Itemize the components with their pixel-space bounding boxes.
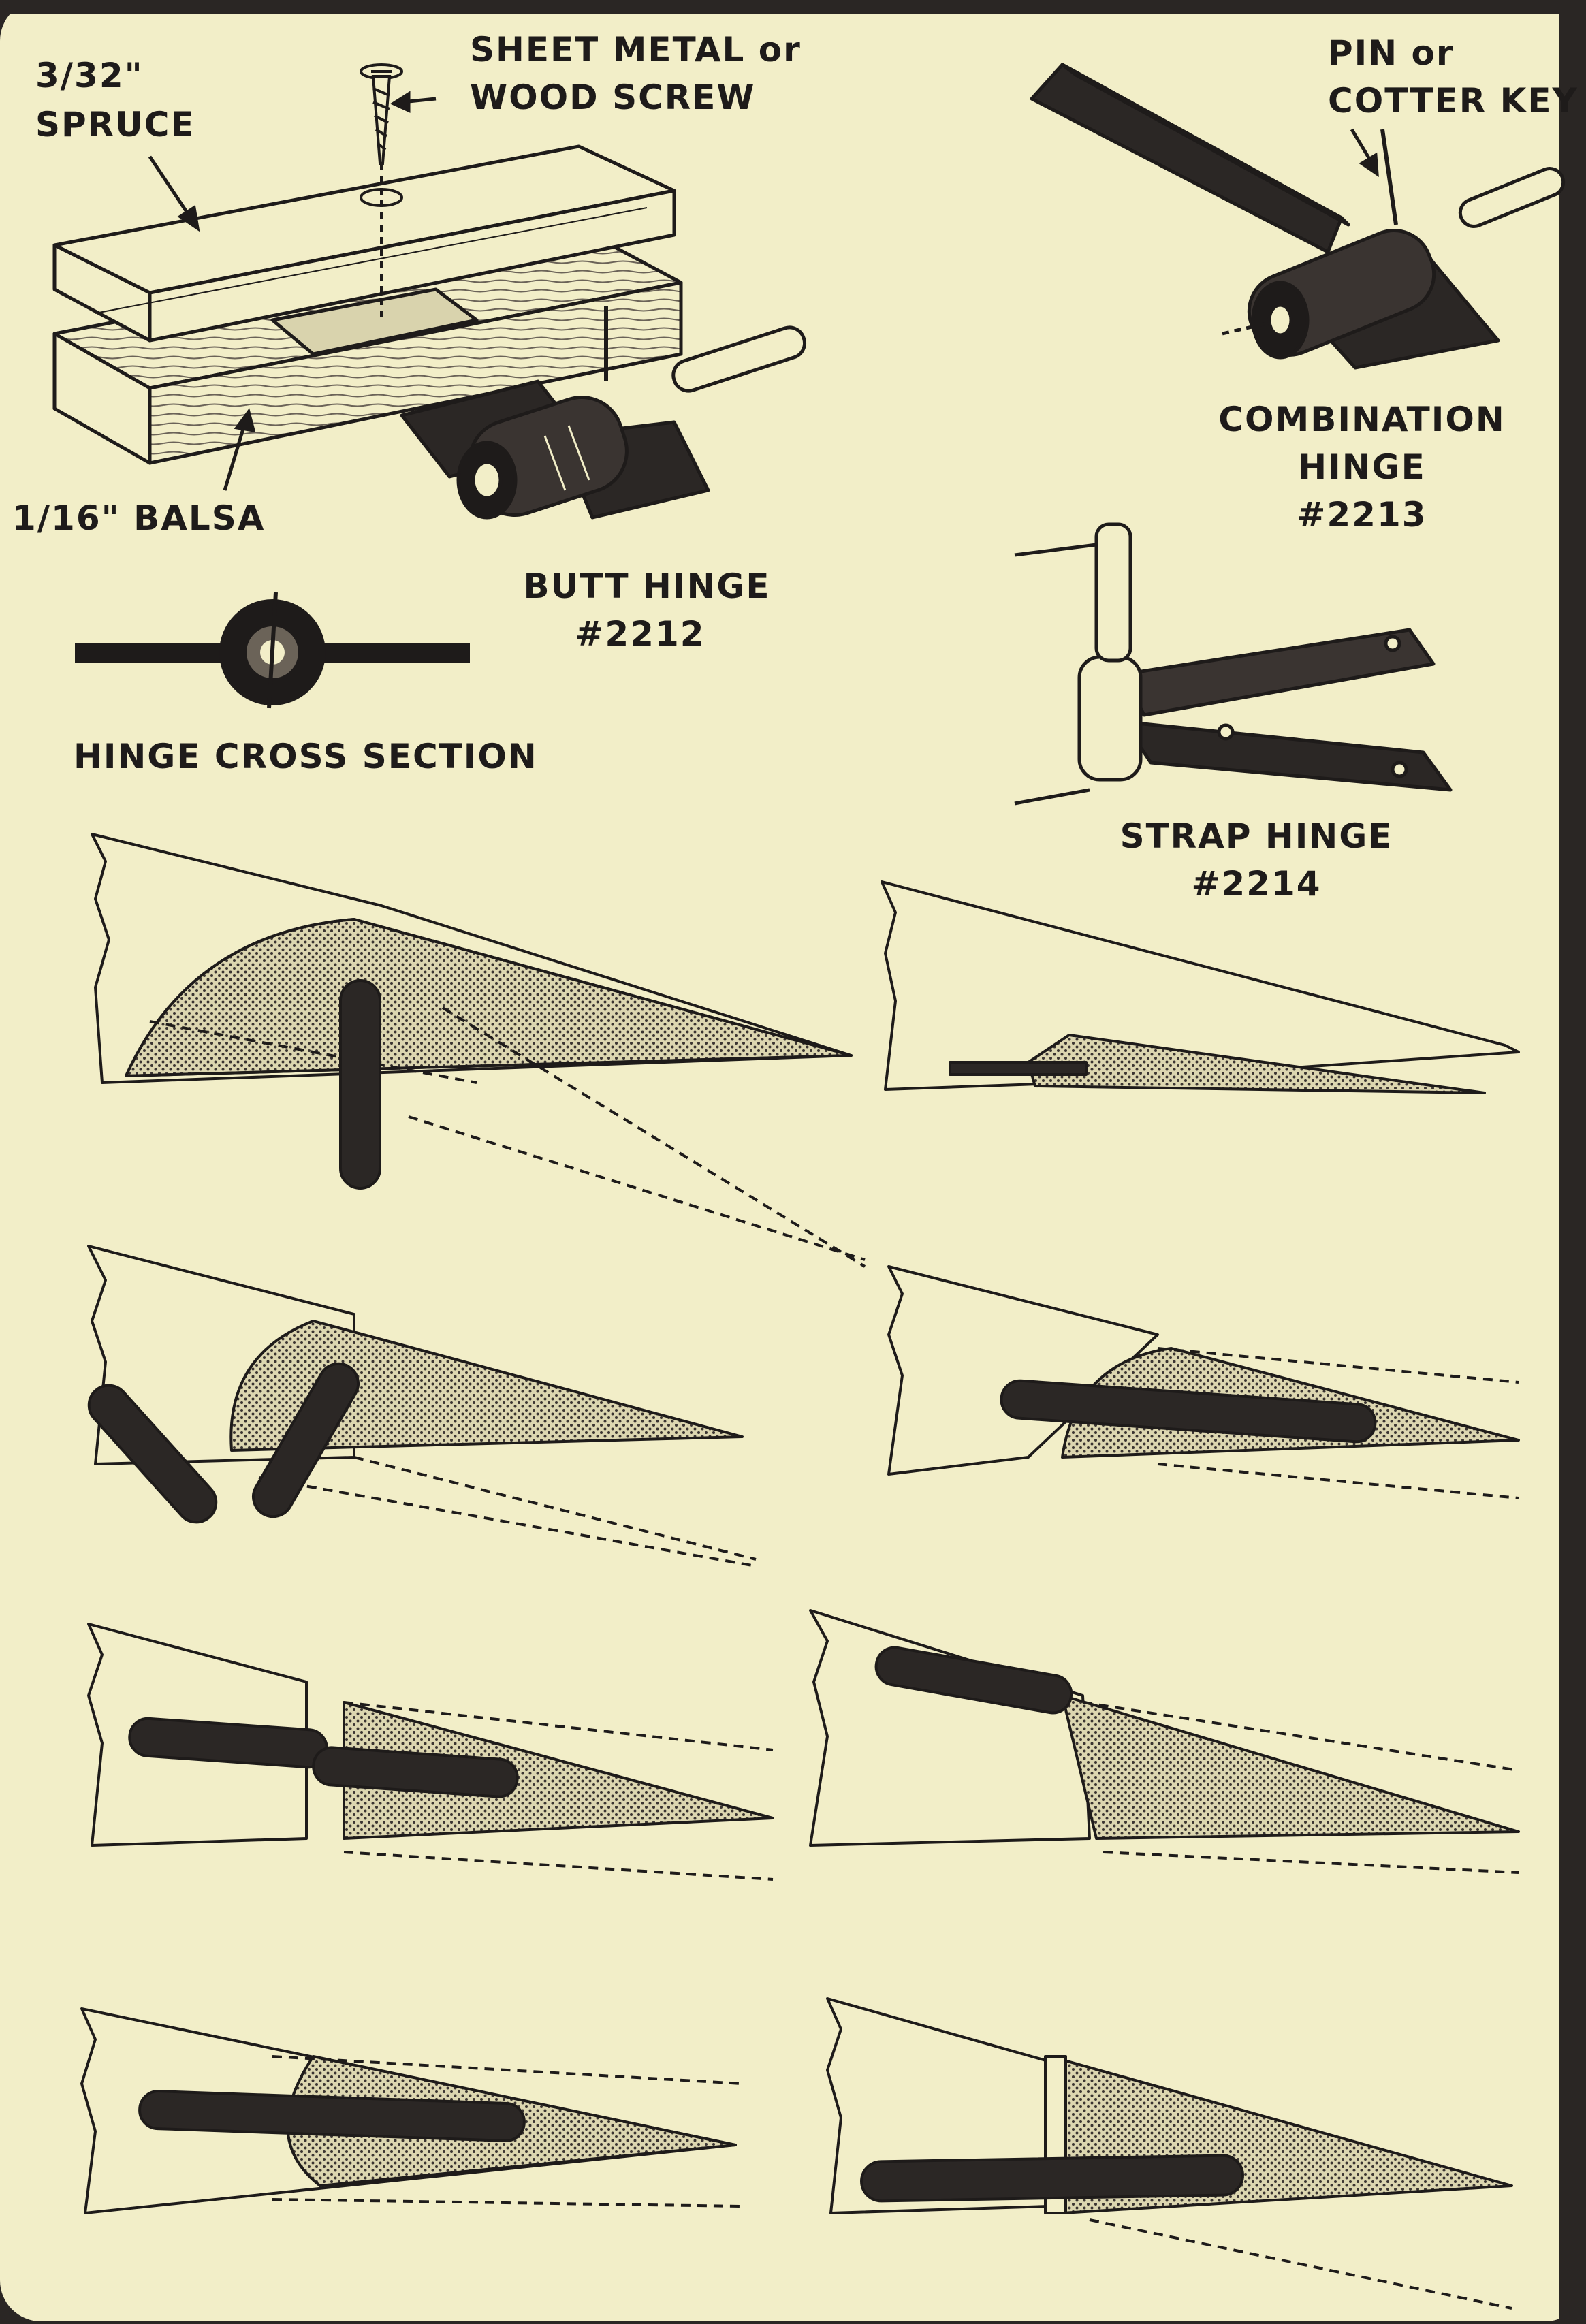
rudder-hinge-detail-1 bbox=[91, 833, 866, 1268]
balsa-label: 1/16" BALSA bbox=[12, 498, 265, 538]
rudder-hinge-detail-2 bbox=[881, 880, 1520, 1094]
combination-label-line1: COMBINATION bbox=[1218, 400, 1505, 439]
strap-hinge-number: #2214 bbox=[1191, 864, 1321, 904]
rudder-hinge-detail-7 bbox=[80, 2007, 743, 2214]
screw-label-line1: SHEET METAL or bbox=[470, 30, 802, 69]
spruce-label: SPRUCE bbox=[35, 105, 195, 144]
butt-hinge bbox=[400, 306, 806, 520]
pin-label-line1: PIN or bbox=[1328, 33, 1455, 73]
combination-number: #2213 bbox=[1297, 495, 1427, 535]
label-arrows bbox=[148, 91, 437, 491]
combination-label-line2: HINGE bbox=[1298, 447, 1426, 487]
strap-hinge bbox=[1014, 522, 1453, 806]
combination-hinge bbox=[1030, 63, 1566, 370]
hinge-cross-section bbox=[75, 592, 470, 709]
laminated-wood-block bbox=[52, 144, 683, 465]
screw-label-line2: WOOD SCREW bbox=[470, 78, 756, 117]
pin-label-line2: COTTER KEY bbox=[1328, 81, 1579, 121]
rudder-hinge-detail-5 bbox=[87, 1623, 774, 1881]
strap-hinge-label: STRAP HINGE bbox=[1120, 816, 1393, 856]
rudder-hinge-detail-3 bbox=[87, 1245, 757, 1567]
spruce-size-label: 3/32" bbox=[35, 56, 144, 95]
rudder-hinge-detail-8 bbox=[826, 1997, 1513, 2310]
wood-screw bbox=[360, 63, 403, 320]
rudder-hinge-detail-6 bbox=[809, 1609, 1520, 1874]
rudder-hinge-detail-4 bbox=[887, 1265, 1520, 1499]
butt-hinge-number: #2212 bbox=[575, 614, 705, 654]
butt-hinge-label: BUTT HINGE bbox=[524, 567, 771, 606]
labels: 3/32" SPRUCE SHEET METAL or WOOD SCREW 1… bbox=[12, 30, 1579, 904]
cross-section-label: HINGE CROSS SECTION bbox=[74, 737, 538, 776]
pin-arrow bbox=[1350, 128, 1379, 177]
